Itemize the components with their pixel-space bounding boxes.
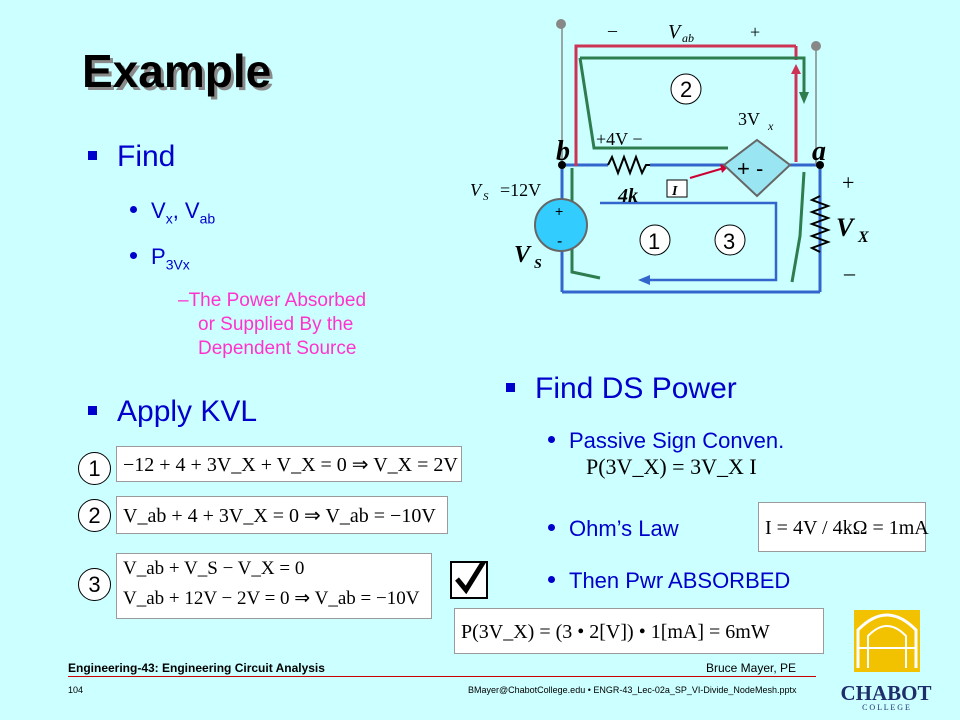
dot-bullet-icon [130, 205, 137, 213]
svg-text:+ -: + - [737, 156, 763, 181]
svg-text:–: – [843, 260, 856, 285]
loop-1-arrow-down [799, 92, 809, 104]
dot-bullet-icon [130, 251, 137, 259]
footer-file: BMayer@ChabotCollege.edu • ENGR-43_Lec-0… [468, 685, 797, 695]
ds-item-passive-sign: Passive Sign Conven. [548, 428, 784, 454]
voltage-source-icon [534, 198, 588, 252]
equation-power: P(3V_X) = (3 • 2[V]) • 1[mA] = 6mW [454, 608, 824, 654]
dot-bullet-icon [548, 575, 555, 583]
square-bullet-icon [506, 382, 515, 392]
circuit-diagram: – V ab + 2 3V x +4V − b a + - V S =12V 4… [470, 19, 869, 294]
svg-text:+: + [555, 203, 563, 219]
equation-loop-1: −12 + 4 + 3V_X + V_X = 0 ⇒ V_X = 2V [116, 446, 462, 482]
loop-1-marker: 1 [78, 452, 111, 485]
svg-text:+: + [750, 22, 760, 42]
equation-loop-3: V_ab + V_S − V_X = 0 V_ab + 12V − 2V = 0… [116, 553, 432, 619]
svg-text:b: b [556, 136, 570, 167]
svg-text:S: S [534, 257, 542, 272]
chabot-logo-icon [854, 610, 920, 672]
footer-page-number: 104 [68, 685, 84, 695]
power-note: –The Power Absorbed or Supplied By the D… [178, 290, 367, 359]
svg-text:-: - [557, 233, 562, 250]
bullet-apply-kvl: Apply KVL [88, 395, 257, 429]
svg-text:ab: ab [682, 31, 694, 45]
equation-loop-3b: V_ab + 12V − 2V = 0 ⇒ V_ab = −10V [123, 588, 420, 609]
svg-text:a: a [812, 136, 826, 167]
equation-loop-3a: V_ab + V_S − V_X = 0 [123, 558, 305, 579]
bullet-find-ds-power: Find DS Power [506, 372, 737, 406]
svg-text:1: 1 [648, 229, 660, 254]
loop-3-marker: 3 [78, 568, 111, 601]
square-bullet-icon [88, 150, 97, 160]
ds-item-ohms-law: Ohm’s Law [548, 516, 679, 542]
square-bullet-icon [88, 405, 97, 415]
ds-item-power-absorbed: Then Pwr ABSORBED [548, 568, 790, 594]
svg-text:=12V: =12V [500, 180, 541, 200]
dot-bullet-icon [548, 435, 555, 443]
loop-3-arrow-left [638, 275, 650, 285]
loop-2-path-top [574, 44, 796, 166]
bullet-find: Find [88, 140, 175, 174]
footer-course: Engineering-43: Engineering Circuit Anal… [68, 661, 325, 675]
footer-divider [68, 676, 816, 677]
loop-2-marker: 2 [78, 499, 111, 532]
svg-text:2: 2 [680, 77, 692, 102]
svg-text:I: I [671, 184, 678, 199]
chabot-logo: CHABOT C O L L E G E [836, 604, 936, 716]
find-label: Find [117, 140, 176, 173]
footer-author: Bruce Mayer, PE [706, 661, 797, 675]
resistor-4k-icon [607, 154, 650, 176]
svg-text:+: + [842, 170, 854, 195]
svg-text:V: V [514, 242, 532, 268]
svg-text:3V: 3V [738, 109, 760, 129]
svg-text:V: V [668, 21, 683, 43]
terminal-dot-b [556, 19, 566, 29]
svg-text:V: V [836, 213, 856, 242]
svg-text:V: V [470, 180, 483, 200]
svg-text:+4V −: +4V − [596, 129, 642, 149]
svg-text:3: 3 [723, 229, 735, 254]
dependent-source-icon [722, 138, 792, 198]
terminal-dot-a [811, 41, 821, 51]
svg-text:x: x [767, 119, 774, 133]
find-item-vx-vab: Vx, Vab [130, 198, 215, 226]
find-item-p3vx: P3Vx [130, 244, 190, 272]
equation-ohms-law: I = 4V / 4kΩ = 1mA [758, 502, 929, 552]
circuit-wires [560, 163, 822, 294]
loop-2-arrow-up [791, 64, 801, 74]
equation-loop-2: V_ab + 4 + 3V_X = 0 ⇒ V_ab = −10V [116, 496, 448, 534]
checkmark-icon [450, 559, 488, 599]
svg-text:X: X [857, 229, 869, 246]
slide-title: Example [82, 45, 272, 97]
equation-passive-sign: P(3V_X) = 3V_X I [586, 454, 757, 479]
dot-bullet-icon [548, 523, 555, 531]
svg-text:4k: 4k [617, 185, 638, 207]
svg-text:–: – [607, 20, 618, 40]
svg-text:S: S [483, 191, 489, 203]
resistor-vx-icon [809, 195, 831, 253]
